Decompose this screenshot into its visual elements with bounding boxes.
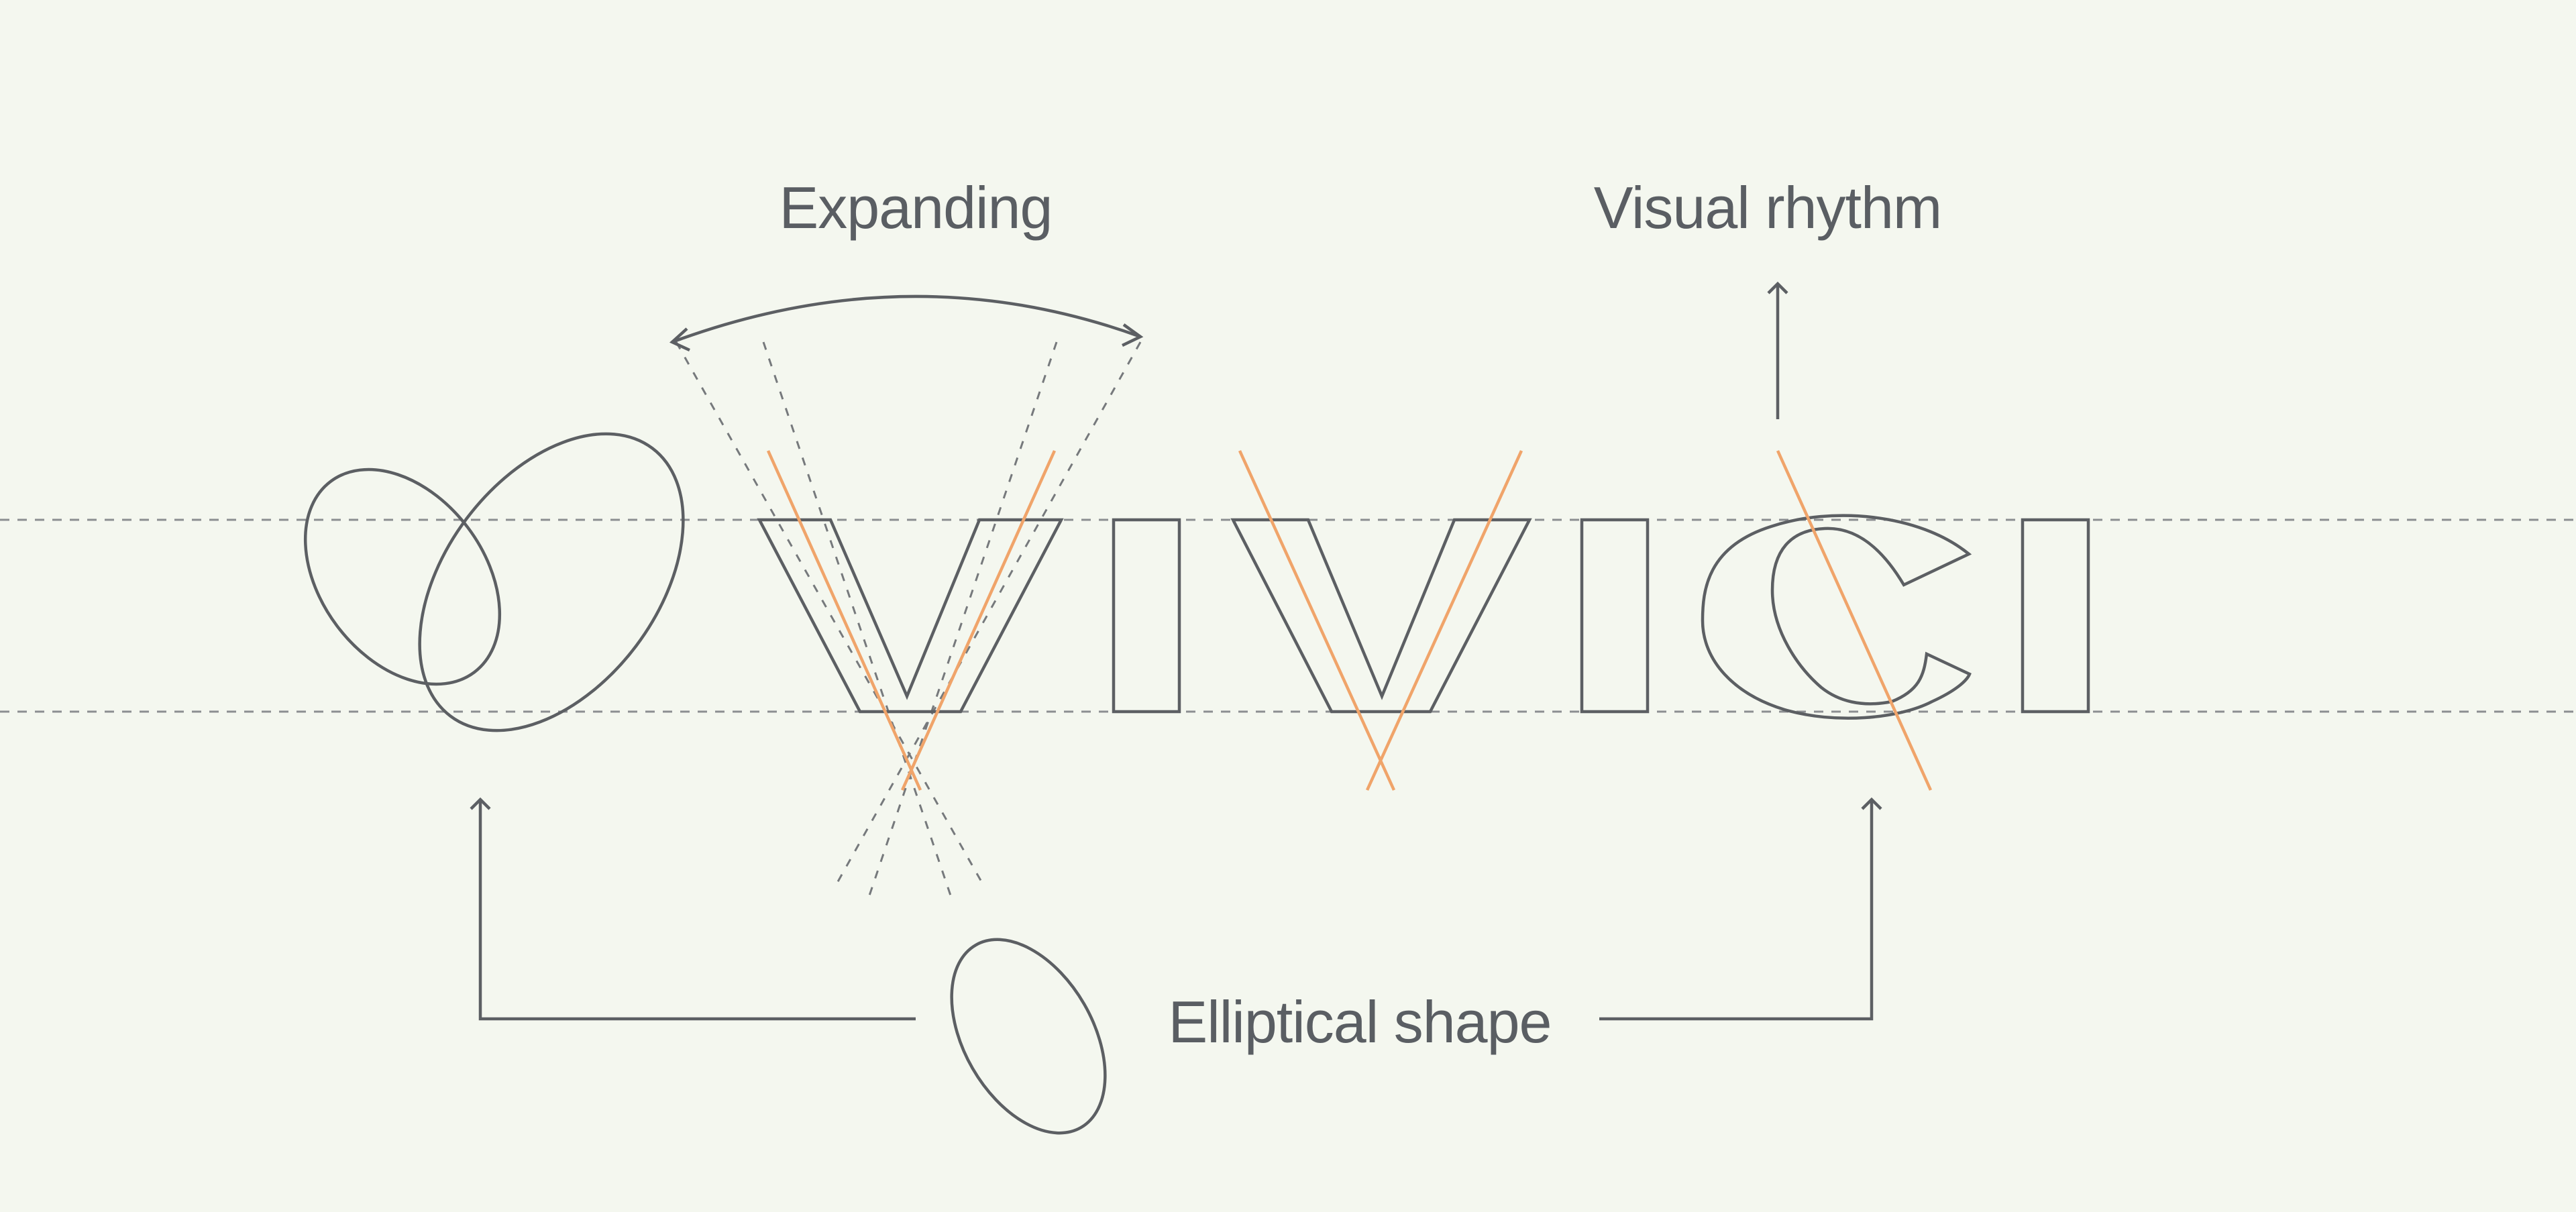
letter-v-1 [757,518,1064,714]
small-ellipse [303,467,502,686]
arc-arrowhead-right [1122,323,1144,347]
accent-line-v2-right [1365,450,1523,791]
label-expanding: Expanding [780,174,1053,241]
expanding-arc [672,294,1141,344]
wordmark-outline [757,514,2090,720]
left-connector-arrowhead [470,797,491,810]
elliptical-shape-example [950,938,1107,1135]
letter-v-2 [1230,518,1532,714]
expanding-fan-lines [675,341,1142,898]
accent-line-c [1776,450,1933,791]
fan-line-outer-right [835,341,1142,885]
letter-i-1 [1112,518,1181,714]
left-connector-arrow [478,800,916,1021]
accent-line-v2-left [1238,450,1396,791]
letter-i-3 [2021,518,2090,714]
right-connector-arrowhead [1861,797,1882,810]
fan-line-inner-right [867,341,1058,898]
accent-line-v1-left [766,450,922,791]
label-elliptical-shape: Elliptical shape [1169,989,1552,1055]
fan-line-inner-left [762,341,953,898]
visual-rhythm-arrowhead [1767,281,1788,294]
logo-mark-ellipses [303,432,685,732]
label-visual-rhythm: Visual rhythm [1594,174,1941,241]
letter-i-2 [1580,518,1650,714]
arc-arrowhead-left [669,327,690,352]
right-connector-arrow [1599,800,1874,1021]
visual-rhythm-arrow [1767,281,1788,419]
large-ellipse [418,432,685,732]
accent-line-v1-right [900,450,1057,791]
expanding-arc-arrow [669,294,1144,352]
horizontal-guides [0,518,2576,713]
fan-line-outer-left [675,341,984,885]
elliptical-shape-connectors [470,797,1882,1021]
accent-lines [766,450,1933,791]
letter-c [1701,514,1972,720]
